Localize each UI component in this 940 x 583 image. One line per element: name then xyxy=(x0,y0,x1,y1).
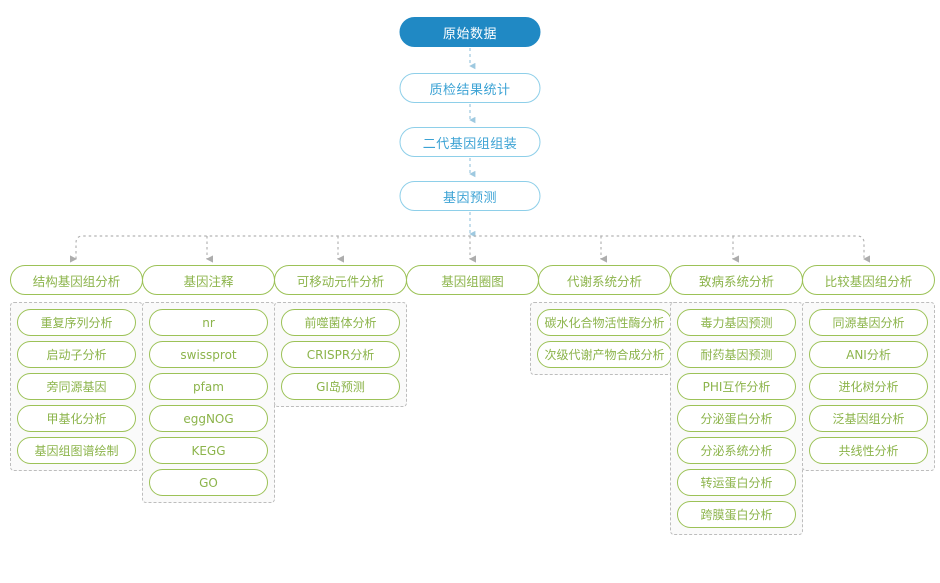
branch-item-label: GI岛预测 xyxy=(316,380,365,394)
branch-header-label: 可移动元件分析 xyxy=(296,273,385,289)
pipeline-node-label: 质检结果统计 xyxy=(429,82,511,98)
branch-header-label: 基因注释 xyxy=(183,273,234,289)
branch-item[interactable]: 泛基因组分析 xyxy=(809,405,928,432)
branch-item[interactable]: 跨膜蛋白分析 xyxy=(677,501,796,528)
branch-item[interactable]: GO xyxy=(149,469,268,496)
branch-item-label: 转运蛋白分析 xyxy=(700,476,773,490)
branch-item-label: 跨膜蛋白分析 xyxy=(700,508,773,522)
branch-header[interactable]: 比较基因组分析 xyxy=(802,265,935,295)
branch-header-label: 代谢系统分析 xyxy=(566,273,642,289)
branch-column-metabolic-systems: 代谢系统分析 碳水化合物活性酶分析 次级代谢产物合成分析 xyxy=(530,265,679,375)
branch-item-label: 共线性分析 xyxy=(838,444,899,458)
branch-column-structural-genomics: 结构基因组分析 重复序列分析 启动子分析 旁同源基因 甲基化分析 基因组图谱绘制 xyxy=(10,265,143,471)
branch-column-gene-annotation: 基因注释 nr swissprot pfam eggNOG KEGG GO xyxy=(142,265,275,503)
branch-item[interactable]: eggNOG xyxy=(149,405,268,432)
branch-item-label: pfam xyxy=(193,379,224,394)
branch-header[interactable]: 致病系统分析 xyxy=(670,265,803,295)
branch-header-label: 比较基因组分析 xyxy=(824,273,913,289)
pipeline-node-qc-stats[interactable]: 质检结果统计 xyxy=(399,73,541,103)
branch-item[interactable]: GI岛预测 xyxy=(281,373,400,400)
branch-item-label: PHI互作分析 xyxy=(702,380,771,394)
branch-item-label: ANI分析 xyxy=(846,348,891,362)
pipeline-node-assembly[interactable]: 二代基因组组装 xyxy=(399,127,541,157)
branch-item-label: 基因组图谱绘制 xyxy=(34,444,119,458)
branch-item-label: 甲基化分析 xyxy=(46,412,107,426)
branch-item-label: 碳水化合物活性酶分析 xyxy=(544,316,665,330)
branch-header[interactable]: 代谢系统分析 xyxy=(538,265,671,295)
branch-item-group: 前噬菌体分析 CRISPR分析 GI岛预测 xyxy=(274,302,407,407)
branch-item-label: 旁同源基因 xyxy=(46,380,107,394)
branch-item-label: 耐药基因预测 xyxy=(700,348,773,362)
branch-item-label: 次级代谢产物合成分析 xyxy=(544,348,665,362)
branch-item-label: 启动子分析 xyxy=(46,348,107,362)
branch-item-label: 毒力基因预测 xyxy=(700,316,773,330)
branch-header[interactable]: 结构基因组分析 xyxy=(10,265,143,295)
branch-item-label: 前噬菌体分析 xyxy=(304,316,377,330)
branch-header-label: 结构基因组分析 xyxy=(32,273,121,289)
branch-header[interactable]: 基因注释 xyxy=(142,265,275,295)
branch-item-label: 分泌蛋白分析 xyxy=(700,412,773,426)
branch-item-label: nr xyxy=(202,315,215,330)
branch-item-label: CRISPR分析 xyxy=(306,348,375,362)
branch-item[interactable]: 次级代谢产物合成分析 xyxy=(537,341,672,368)
branch-item[interactable]: ANI分析 xyxy=(809,341,928,368)
pipeline-node-label: 基因预测 xyxy=(442,190,497,206)
branch-item-group: 重复序列分析 启动子分析 旁同源基因 甲基化分析 基因组图谱绘制 xyxy=(10,302,143,471)
branch-item[interactable]: 耐药基因预测 xyxy=(677,341,796,368)
pipeline-node-gene-prediction[interactable]: 基因预测 xyxy=(399,181,541,211)
branch-item[interactable]: 重复序列分析 xyxy=(17,309,136,336)
branch-column-genome-circos: 基因组圈图 xyxy=(406,265,539,295)
branch-item-label: 同源基因分析 xyxy=(832,316,905,330)
branch-header[interactable]: 可移动元件分析 xyxy=(274,265,407,295)
branch-header-label: 基因组圈图 xyxy=(441,273,504,289)
branch-item-label: 进化树分析 xyxy=(838,380,899,394)
branch-item[interactable]: 分泌系统分析 xyxy=(677,437,796,464)
branch-item-group: 碳水化合物活性酶分析 次级代谢产物合成分析 xyxy=(530,302,679,375)
branch-item[interactable]: nr xyxy=(149,309,268,336)
pipeline-node-raw-data[interactable]: 原始数据 xyxy=(399,17,541,47)
branch-header[interactable]: 基因组圈图 xyxy=(406,265,539,295)
branch-item-label: 泛基因组分析 xyxy=(832,412,905,426)
branch-item[interactable]: 基因组图谱绘制 xyxy=(17,437,136,464)
branch-item-label: swissprot xyxy=(180,347,237,362)
branch-item[interactable]: 共线性分析 xyxy=(809,437,928,464)
branch-item[interactable]: CRISPR分析 xyxy=(281,341,400,368)
branch-item[interactable]: 旁同源基因 xyxy=(17,373,136,400)
branch-item[interactable]: 甲基化分析 xyxy=(17,405,136,432)
branch-item[interactable]: 毒力基因预测 xyxy=(677,309,796,336)
branch-item[interactable]: PHI互作分析 xyxy=(677,373,796,400)
branch-item-label: KEGG xyxy=(191,443,226,458)
branch-item[interactable]: 分泌蛋白分析 xyxy=(677,405,796,432)
branch-item[interactable]: 碳水化合物活性酶分析 xyxy=(537,309,672,336)
branch-item-label: eggNOG xyxy=(183,411,234,426)
branch-item[interactable]: swissprot xyxy=(149,341,268,368)
branch-header-label: 致病系统分析 xyxy=(698,273,774,289)
branch-item[interactable]: 启动子分析 xyxy=(17,341,136,368)
branch-item[interactable]: 前噬菌体分析 xyxy=(281,309,400,336)
branch-column-mobile-elements: 可移动元件分析 前噬菌体分析 CRISPR分析 GI岛预测 xyxy=(274,265,407,407)
branch-column-pathogenic-systems: 致病系统分析 毒力基因预测 耐药基因预测 PHI互作分析 分泌蛋白分析 分泌系统… xyxy=(670,265,803,535)
branch-item[interactable]: pfam xyxy=(149,373,268,400)
branch-item-label: 分泌系统分析 xyxy=(700,444,773,458)
branch-item[interactable]: KEGG xyxy=(149,437,268,464)
branch-item-label: GO xyxy=(199,475,218,490)
branch-item[interactable]: 进化树分析 xyxy=(809,373,928,400)
pipeline-node-label: 原始数据 xyxy=(442,26,497,42)
branch-item[interactable]: 转运蛋白分析 xyxy=(677,469,796,496)
branch-item-label: 重复序列分析 xyxy=(40,316,113,330)
branch-item-group: 同源基因分析 ANI分析 进化树分析 泛基因组分析 共线性分析 xyxy=(802,302,935,471)
branch-item-group: nr swissprot pfam eggNOG KEGG GO xyxy=(142,302,275,503)
branch-item-group: 毒力基因预测 耐药基因预测 PHI互作分析 分泌蛋白分析 分泌系统分析 转运蛋白… xyxy=(670,302,803,535)
branch-item[interactable]: 同源基因分析 xyxy=(809,309,928,336)
pipeline-node-label: 二代基因组组装 xyxy=(422,136,518,152)
branch-column-comparative-genomics: 比较基因组分析 同源基因分析 ANI分析 进化树分析 泛基因组分析 共线性分析 xyxy=(802,265,935,471)
